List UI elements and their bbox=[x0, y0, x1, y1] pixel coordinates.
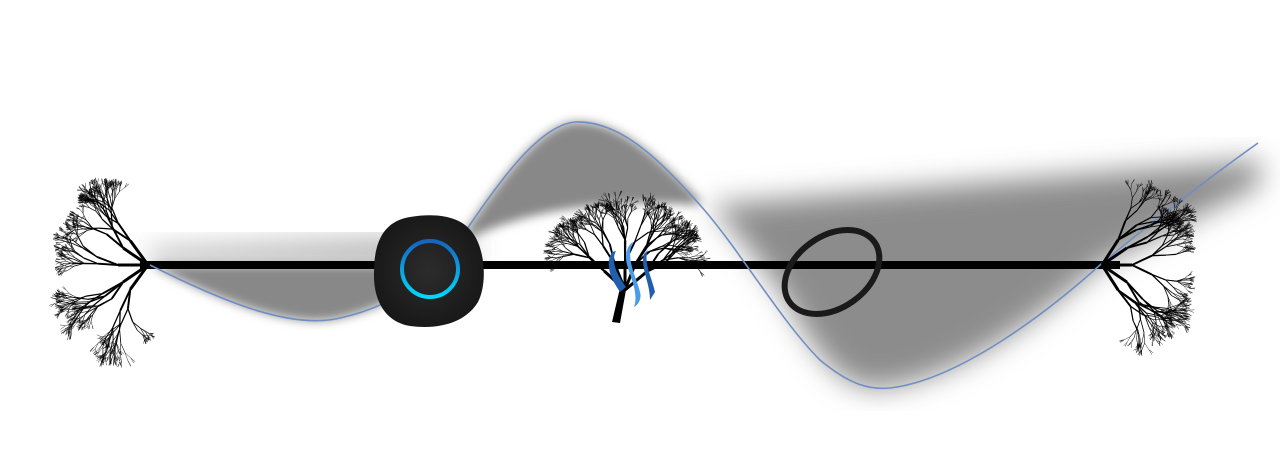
dark-badge-icon bbox=[373, 215, 484, 327]
steem-logo-icon bbox=[608, 242, 655, 307]
shadow-middle bbox=[465, 121, 700, 238]
wave-line bbox=[149, 121, 1259, 390]
tree-center-icon bbox=[543, 190, 711, 323]
ring-icon bbox=[781, 227, 883, 317]
tree-right-icon bbox=[1100, 179, 1197, 356]
shadow-right bbox=[710, 160, 1260, 389]
tree-left-icon bbox=[49, 177, 155, 368]
